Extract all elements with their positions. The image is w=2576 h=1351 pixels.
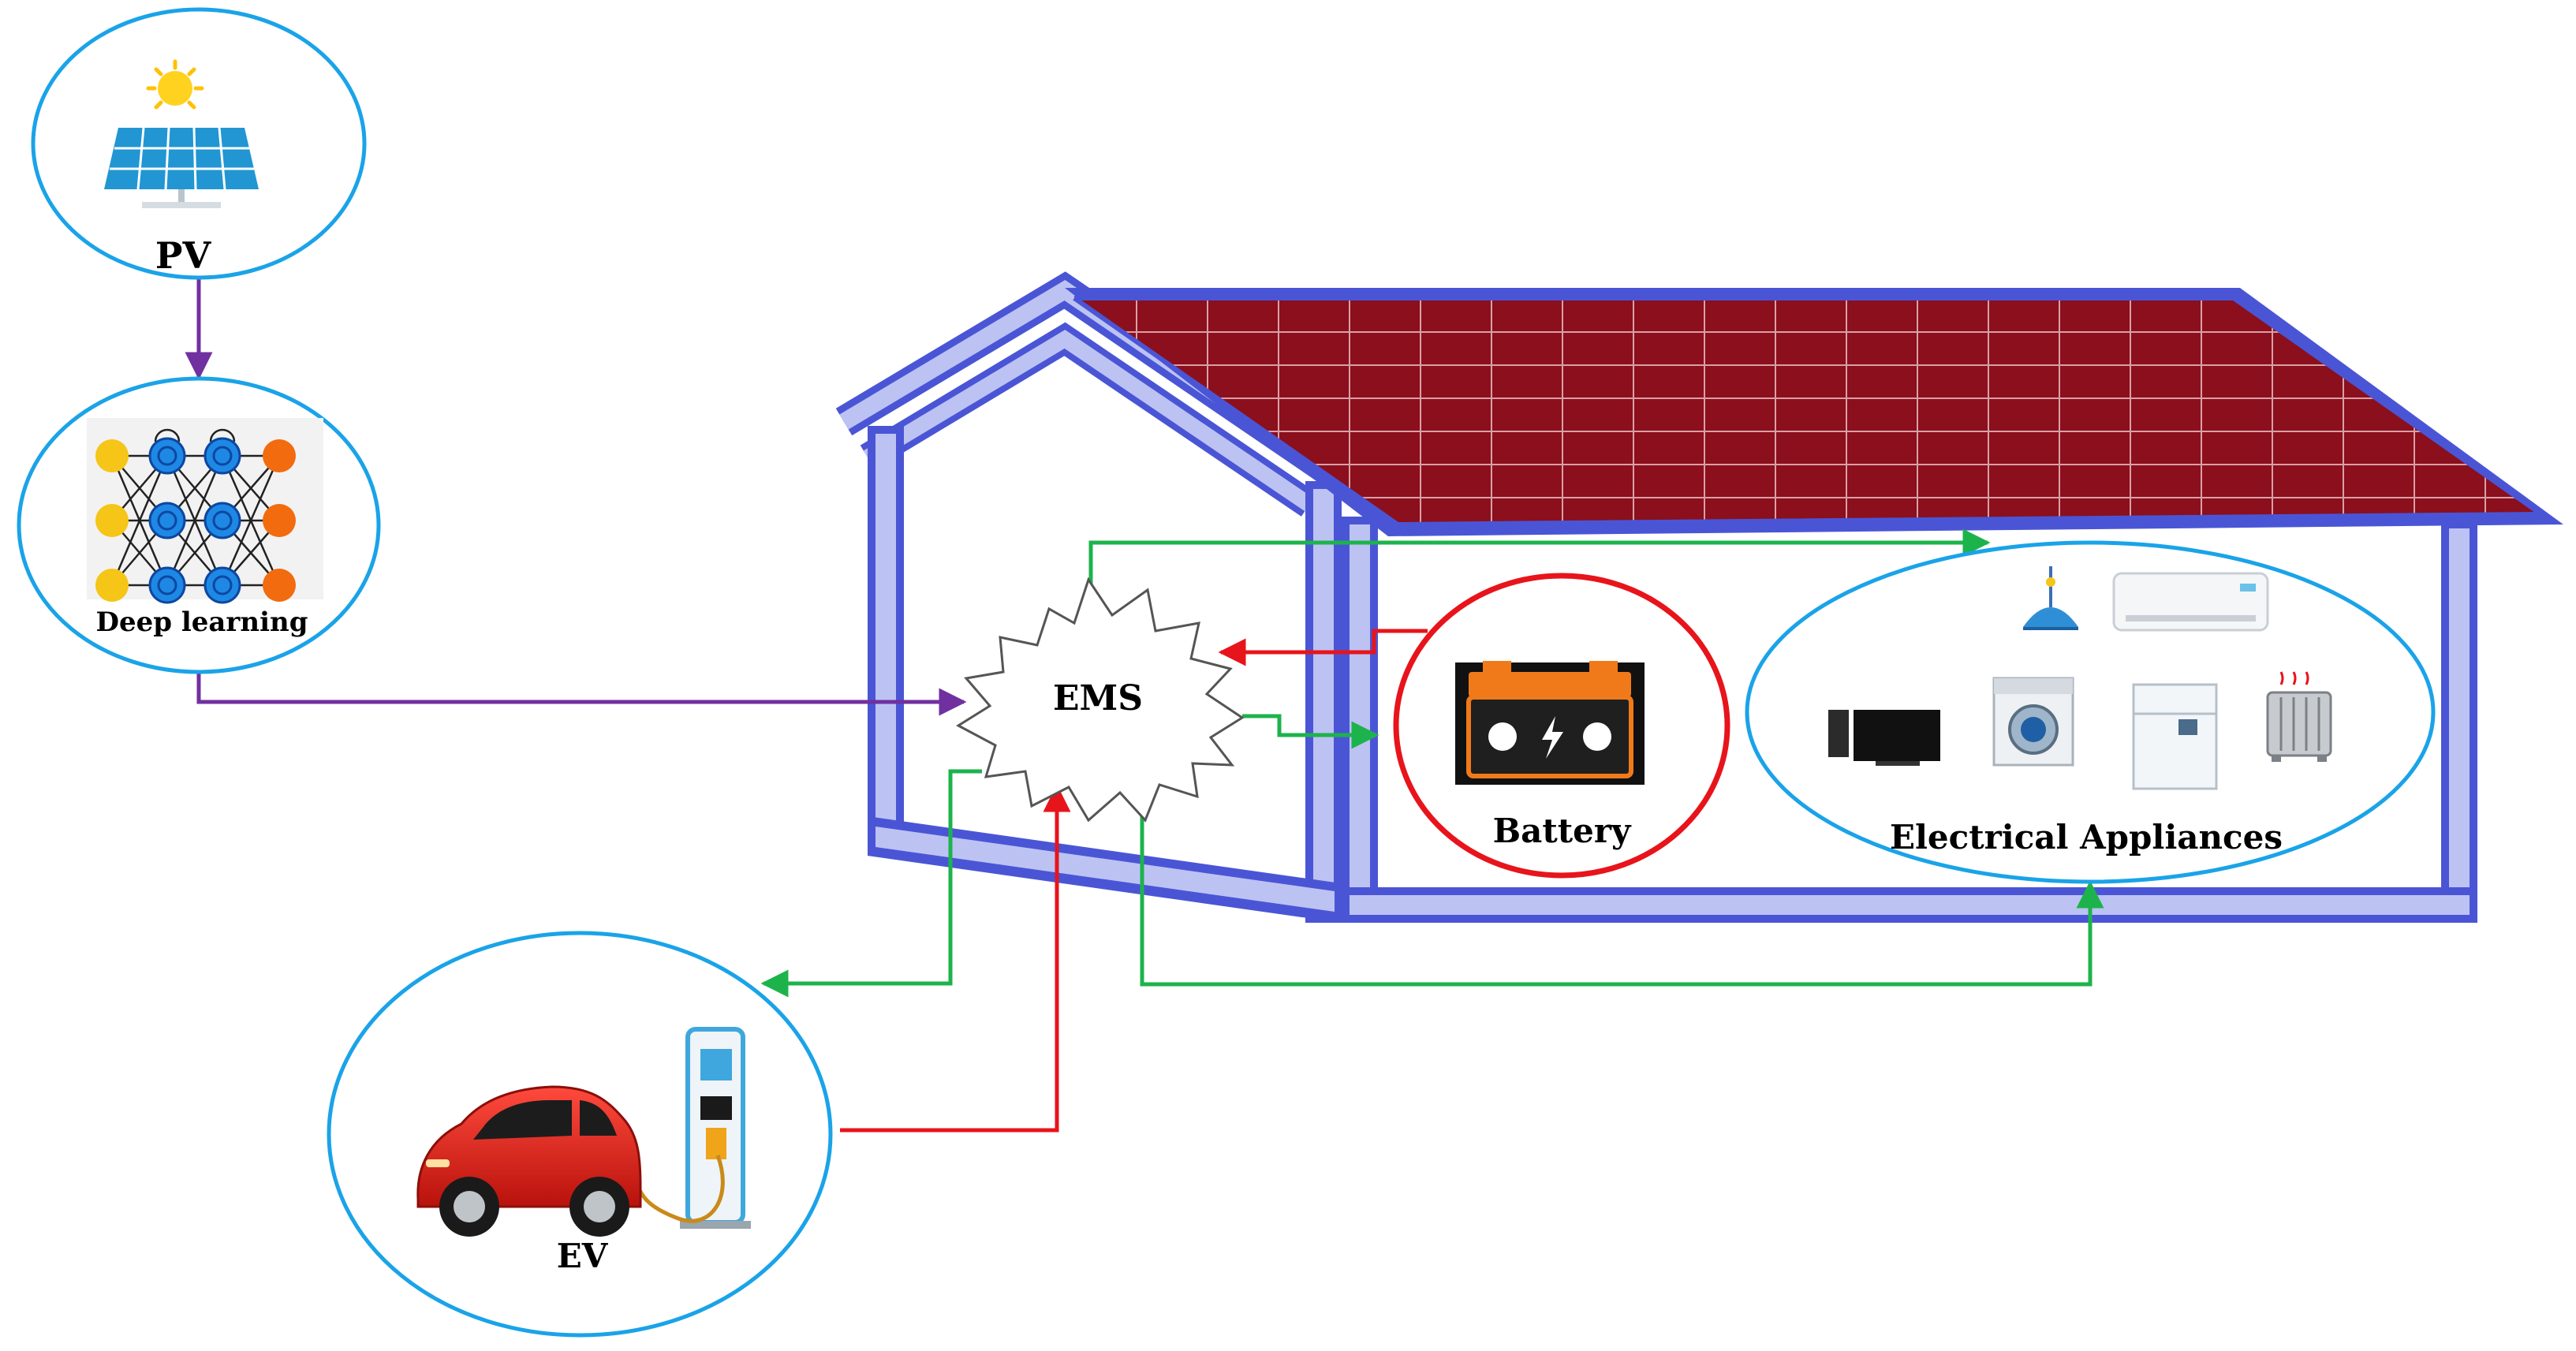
ems-node: EMS xyxy=(956,577,1245,823)
appliances-label: Electrical Appliances xyxy=(1890,818,2283,857)
solar-roof xyxy=(1065,288,2563,536)
connections xyxy=(185,278,2104,1133)
connector-ems-to-appliances-bottom xyxy=(1140,785,2104,987)
battery-node: Battery xyxy=(1393,573,1730,879)
deep-learning-label: Deep learning xyxy=(96,606,308,638)
connector-ems-to-battery xyxy=(1242,714,1379,749)
battery-label: Battery xyxy=(1493,812,1632,850)
pv-node: PV xyxy=(31,7,367,280)
ev-label: EV xyxy=(557,1237,609,1275)
heater-icon xyxy=(2266,671,2332,762)
television-icon xyxy=(1828,710,1940,766)
washing-machine-icon xyxy=(1992,677,2074,767)
air-conditioner-icon xyxy=(2112,572,2269,632)
sun-icon xyxy=(146,59,204,110)
ceiling-lamp-icon xyxy=(2023,566,2078,630)
electric-car-icon xyxy=(416,1085,642,1237)
ems-label: EMS xyxy=(1053,678,1143,718)
house xyxy=(835,271,2563,923)
connector-ems-to-ev xyxy=(760,769,982,998)
refrigerator-icon xyxy=(2132,683,2218,790)
connector-battery-to-ems xyxy=(1218,629,1428,666)
ev-node: EV xyxy=(327,931,833,1338)
connector-ev-to-ems xyxy=(840,784,1071,1133)
charging-station-icon xyxy=(680,1027,751,1229)
appliances-node: Electrical Appliances xyxy=(1745,540,2436,884)
pv-label: PV xyxy=(155,234,212,277)
deep-learning-node: Deep learning xyxy=(17,376,381,674)
ems-starburst xyxy=(956,577,1245,823)
neural-network-icon xyxy=(87,418,323,604)
house-gable-frame xyxy=(835,271,1342,923)
battery-icon xyxy=(1455,661,1645,785)
connector-deep-learning-to-ems xyxy=(196,672,967,716)
house-main-frame xyxy=(1342,517,2477,923)
solar-panel-icon xyxy=(104,59,259,208)
